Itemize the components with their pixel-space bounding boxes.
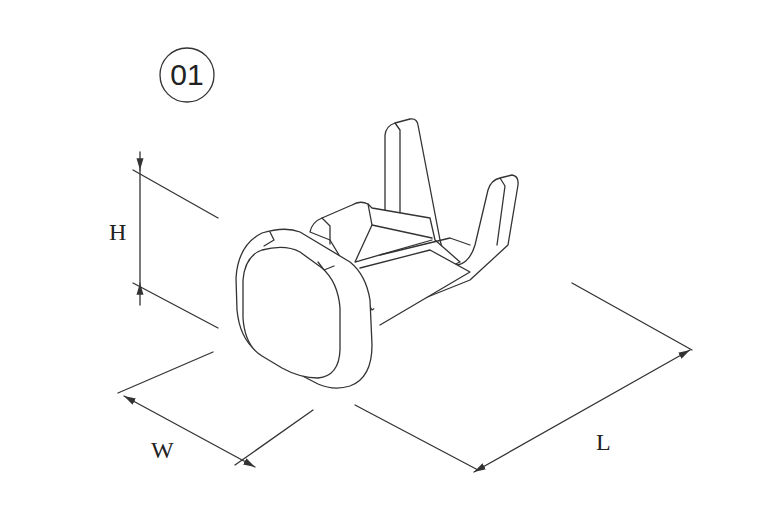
front-face	[243, 247, 340, 378]
dimension-line	[139, 170, 140, 283]
body-edge	[322, 218, 330, 244]
dimension-line	[474, 350, 690, 472]
front-flange	[236, 229, 372, 388]
dimension-line	[139, 283, 140, 305]
callout-number: 01	[170, 60, 203, 90]
extension-line	[572, 283, 692, 350]
dimension-label: H	[107, 220, 128, 244]
wing-edge	[497, 178, 505, 245]
extension-line	[235, 410, 313, 465]
body-edge	[380, 238, 470, 255]
extension-line	[355, 405, 478, 470]
dimension-line	[139, 152, 140, 170]
dimension-label: L	[594, 430, 613, 454]
body-lower	[360, 250, 470, 325]
extension-line	[118, 352, 213, 393]
flange-edge	[264, 232, 274, 246]
dimension-label: W	[149, 438, 176, 462]
extension-line	[133, 170, 218, 218]
body-edge	[368, 204, 432, 238]
dimension-line	[124, 396, 255, 467]
extension-line	[133, 283, 218, 328]
callout-circle: 01	[159, 47, 215, 103]
